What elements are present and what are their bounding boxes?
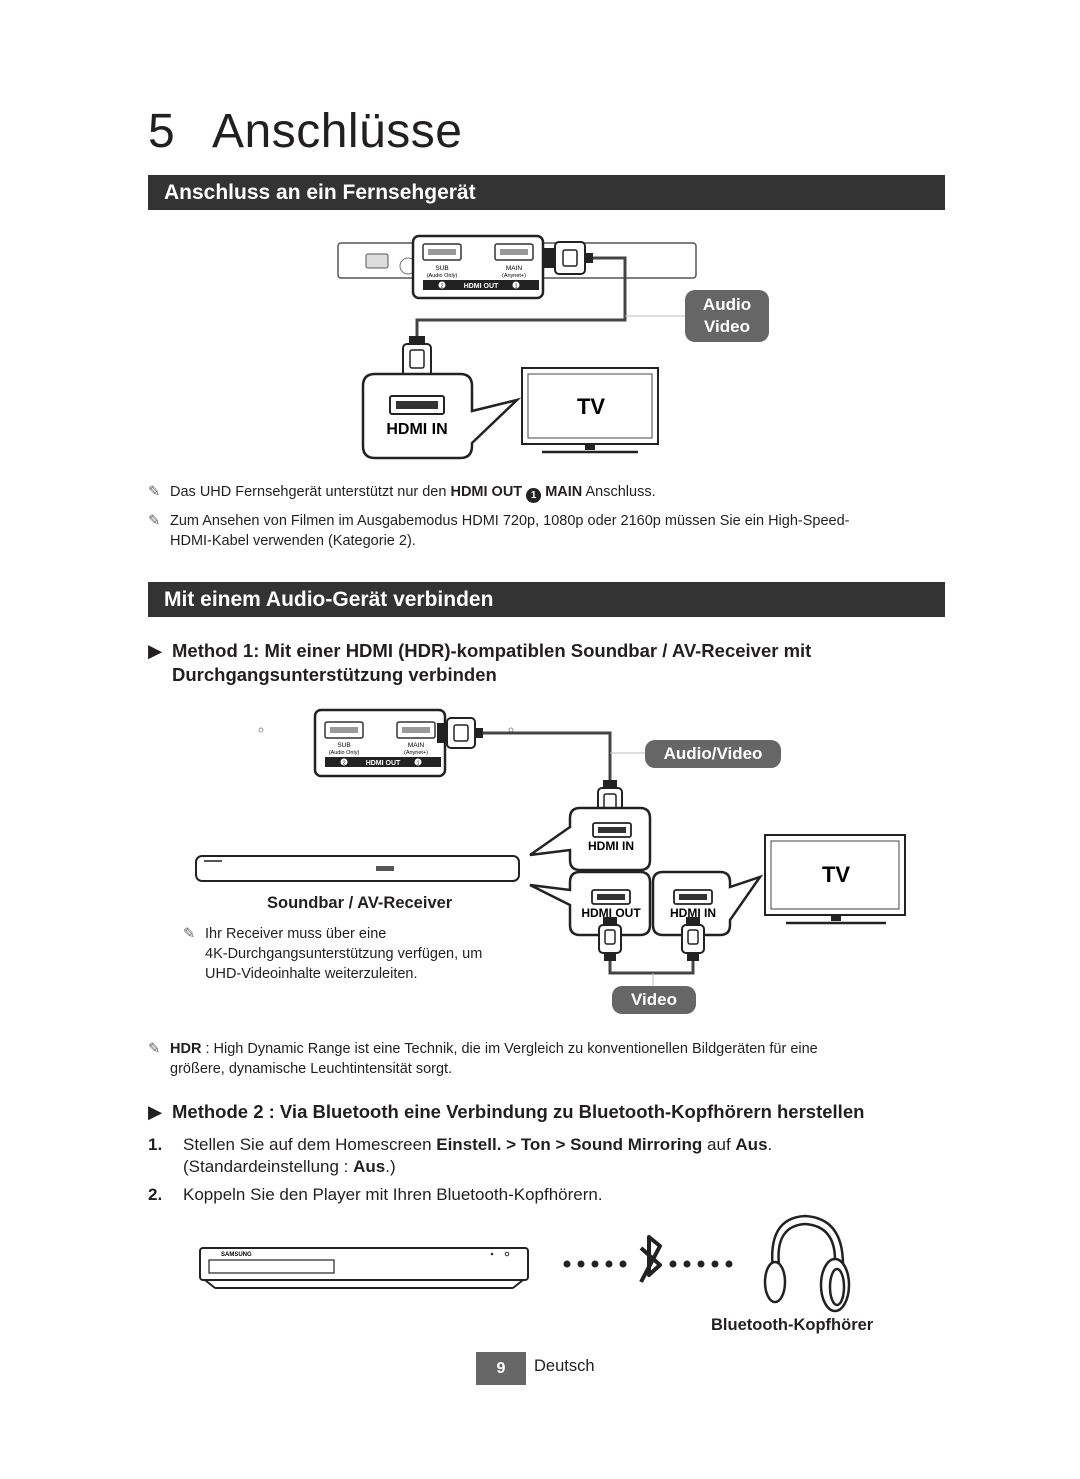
soundbar-label: Soundbar / AV-Receiver	[267, 894, 453, 912]
step-2: 2.Koppeln Sie den Player mit Ihren Bluet…	[148, 1185, 603, 1204]
method2-heading: ▶Methode 2 : Via Bluetooth eine Verbindu…	[148, 1101, 865, 1122]
section-heading-audio: Mit einem Audio-Gerät verbinden	[148, 582, 945, 617]
port-sub-sublabel: (Audio Only)	[427, 273, 458, 279]
svg-text:(Audio Only): (Audio Only)	[329, 750, 360, 756]
video-badge: Video	[612, 986, 696, 1014]
note-pen-icon: ✎	[183, 926, 196, 942]
hdmi-plug-icon	[543, 248, 555, 268]
hdmi-plug-vertical-icon	[409, 336, 425, 344]
bluray-player-icon	[199, 1247, 529, 1281]
badge-1: 1	[514, 284, 517, 290]
svg-text:SUB: SUB	[337, 742, 350, 749]
badge-circle-icon: 1	[526, 488, 542, 503]
headphones-label: Bluetooth-Kopfhörer	[711, 1316, 874, 1334]
headphones-icon	[763, 1214, 851, 1313]
hdmi-out-strip	[423, 280, 539, 290]
tv-label-1: TV	[577, 394, 605, 419]
soundbar-connection-diagram: SUB (Audio Only) MAIN (Anynet+) HDMI OUT…	[195, 708, 906, 987]
video-cable	[608, 961, 695, 975]
bluetooth-diagram: SAMSUNG	[199, 1214, 851, 1313]
badge-2: 2	[440, 284, 443, 290]
port-main-label: MAIN	[506, 265, 523, 272]
audio-label: Audio	[702, 295, 752, 314]
note-pen-icon: ✎	[148, 484, 161, 500]
bluetooth-dots-left	[563, 1260, 627, 1268]
svg-text:2: 2	[342, 761, 345, 767]
audio-video-badge-2: Audio/Video	[645, 740, 781, 768]
section-heading-tv: Anschluss an ein Fernsehgerät	[148, 175, 945, 210]
bluetooth-icon	[639, 1235, 662, 1283]
triangle-bullet-icon: ▶	[148, 1101, 163, 1122]
triangle-bullet-icon: ▶	[148, 640, 163, 661]
receiver-note: ✎Ihr Receiver muss über eine 4K-Durchgan…	[183, 926, 483, 982]
chapter-title-text: Anschlüsse	[212, 105, 463, 158]
hdmi-cable	[415, 256, 627, 336]
hdmi-out-label: HDMI OUT	[464, 283, 499, 290]
hdmi-in-label-2: HDMI IN	[588, 839, 634, 853]
hdmi-out-label-2: HDMI OUT	[581, 906, 641, 920]
tv-connection-diagram: SUB (Audio Only) MAIN (Anynet+) HDMI OUT…	[337, 234, 697, 460]
chapter-title: 5 Anschlüsse	[148, 104, 462, 159]
port-sub-label: SUB	[435, 265, 448, 272]
svg-text:MAIN: MAIN	[408, 742, 425, 749]
soundbar-icon	[195, 855, 520, 882]
svg-text:HDMI OUT: HDMI OUT	[366, 760, 401, 767]
power-port-icon	[365, 253, 389, 269]
player-brand-label: SAMSUNG	[221, 1252, 252, 1258]
audio-video-badge: Audio Video	[685, 290, 769, 342]
note-pen-icon: ✎	[148, 1041, 161, 1057]
hdmi-in-label-1: HDMI IN	[386, 421, 447, 438]
note-uhd-tv: ✎Das UHD Fernsehgerät unterstützt nur de…	[148, 484, 656, 503]
note-hdmi-cable: ✎Zum Ansehen von Filmen im Ausgabemodus …	[148, 513, 850, 549]
tv-icon	[521, 367, 659, 445]
receiver-hdmi-out-callout	[529, 870, 652, 937]
bluetooth-dots-right	[669, 1260, 733, 1268]
port-main-sublabel: (Anynet+)	[502, 273, 526, 279]
hdmi-in-callout	[361, 372, 522, 460]
tv-label-2: TV	[822, 862, 850, 887]
note-hdr: ✎HDR : High Dynamic Range ist eine Techn…	[148, 1041, 818, 1077]
video-label: Video	[704, 317, 750, 336]
footer-language: Deutsch	[534, 1357, 595, 1375]
chapter-number: 5	[148, 105, 176, 158]
svg-text:(Anynet+): (Anynet+)	[404, 750, 428, 756]
hdmi-in-label-3: HDMI IN	[670, 906, 716, 920]
method1-heading: ▶Method 1: Mit einer HDMI (HDR)-kompatib…	[148, 640, 812, 685]
tv-icon-2	[764, 834, 906, 916]
note-pen-icon: ✎	[148, 513, 161, 529]
svg-text:1: 1	[416, 761, 419, 767]
step-1: 1.Stellen Sie auf dem Homescreen Einstel…	[148, 1135, 773, 1176]
page-number: 9	[476, 1352, 526, 1385]
